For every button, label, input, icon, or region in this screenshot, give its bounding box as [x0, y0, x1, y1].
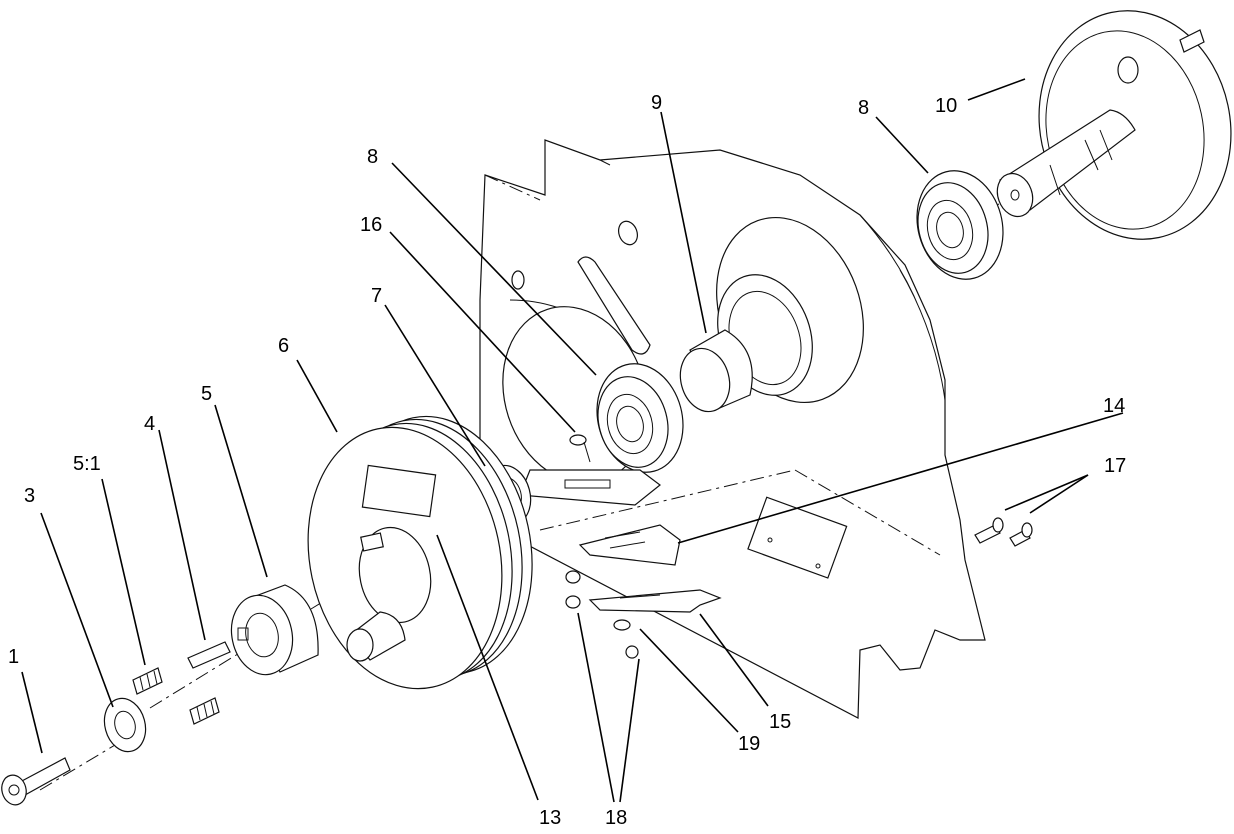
- set-screws: [132, 667, 220, 725]
- callout-labels: 1 3 5:1 4 5 6 7 16 8 9 8 10 14 17 15 19 …: [8, 92, 1126, 829]
- callout-4: 4: [144, 413, 155, 435]
- key: [187, 641, 231, 669]
- callout-5: 5: [201, 383, 212, 405]
- callout-5-1: 5:1: [73, 453, 101, 475]
- callout-1: 1: [8, 646, 19, 668]
- taper-bushing: [230, 584, 319, 676]
- lower-brackets: [578, 524, 722, 613]
- spacer-sleeve: [679, 329, 753, 413]
- bearing-left: [596, 363, 684, 473]
- callout-8-left: 8: [367, 146, 378, 168]
- callout-13: 13: [539, 807, 561, 829]
- callout-3: 3: [24, 485, 35, 507]
- callout-16: 16: [360, 214, 382, 236]
- backing-plate: [479, 139, 986, 719]
- callout-14: 14: [1103, 395, 1125, 417]
- callout-8-right: 8: [858, 97, 869, 119]
- leader-lines: [21, 78, 1124, 803]
- callout-9: 9: [651, 92, 662, 114]
- bolts: [974, 517, 1033, 547]
- callout-15: 15: [769, 711, 791, 733]
- shaft-flange: [996, 10, 1232, 240]
- callout-7: 7: [371, 285, 382, 307]
- callout-17: 17: [1104, 455, 1126, 477]
- callout-10: 10: [935, 95, 957, 117]
- bearing-right: [916, 170, 1004, 280]
- hardware-nuts: [565, 570, 639, 659]
- cap-screw: [1, 757, 71, 806]
- callout-19: 19: [738, 733, 760, 755]
- flange-washer: [103, 697, 147, 753]
- callout-6: 6: [278, 335, 289, 357]
- callout-18: 18: [605, 807, 627, 829]
